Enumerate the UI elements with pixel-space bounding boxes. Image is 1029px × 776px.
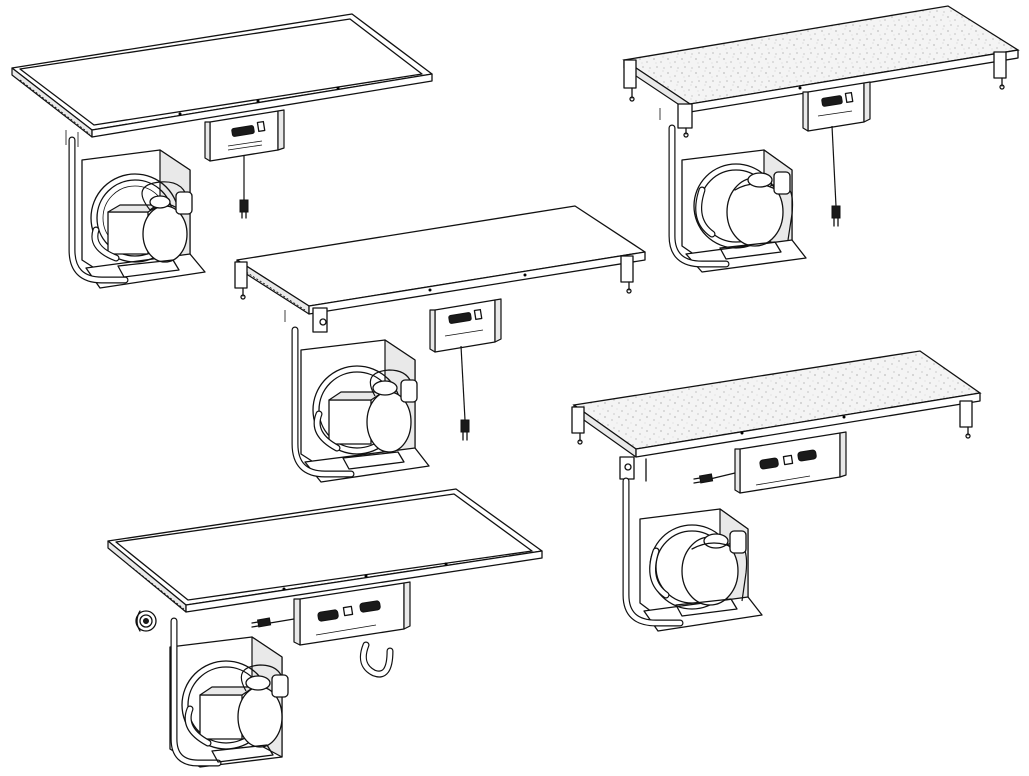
compressor-unit [622,477,763,632]
unit-top-left [0,0,440,300]
drop-in-pan-top [572,350,982,458]
unit-top-left-drawing [11,13,433,289]
drop-in-pan-top [11,13,433,138]
power-cord [251,617,394,678]
outlet-right [797,449,817,462]
power-cord [460,345,470,441]
power-cord [831,125,841,227]
unit-middle-drawing [234,205,646,483]
compressor-unit [291,326,430,483]
drop-in-pan-top [107,488,543,613]
transformer-icon [199,694,243,740]
unit-bottom-left [100,485,550,776]
unit-top-right-drawing [622,5,1020,273]
outlet-left [317,609,339,622]
outlet [231,125,255,137]
power-cord [693,472,736,484]
compressor-unit [65,130,206,289]
control-box [802,81,871,132]
transformer-icon [107,211,149,255]
switch-icon [844,91,854,104]
unit-middle-right-drawing [571,350,982,632]
transformer-icon [328,399,372,445]
unit-middle [225,200,665,500]
mounting-brackets [623,51,1007,138]
control-box [429,298,502,353]
switch-icon [256,120,266,133]
outlet-right [359,600,381,613]
unit-top-right [610,0,1029,300]
outlet-left [759,457,779,470]
switch-icon [473,308,483,321]
control-box [293,581,411,646]
power-cord [239,156,249,219]
control-box [734,431,847,494]
mounting-brackets [571,400,973,482]
switch-icon [342,605,354,617]
switch-icon [782,454,794,466]
outlet [821,95,843,107]
mounting-brackets [234,255,634,333]
control-box [204,109,285,162]
compressor-unit [668,124,807,273]
thermostat-coil [135,610,157,632]
unit-middle-right [560,345,1020,645]
compressor-unit [169,617,289,768]
unit-bottom-left-drawing [107,488,543,768]
outlet [448,312,472,324]
drop-in-pan-top [236,205,646,315]
